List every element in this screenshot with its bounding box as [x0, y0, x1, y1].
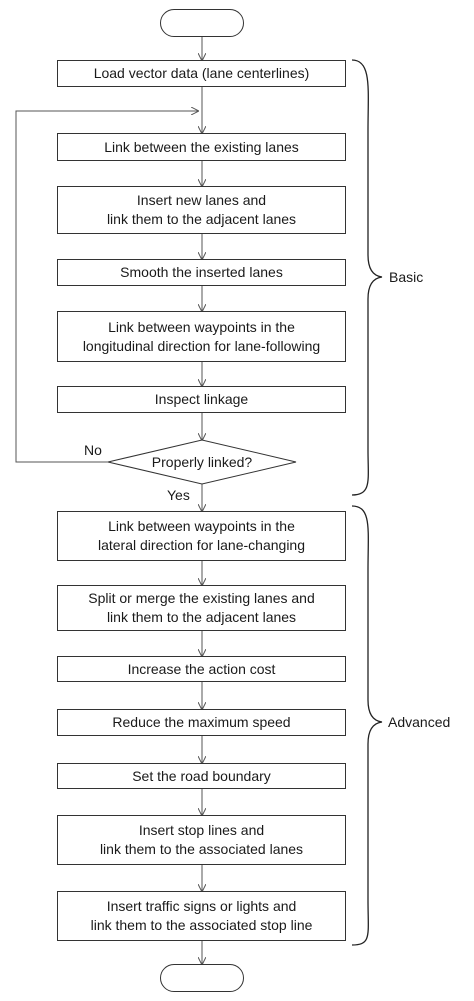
step-insert-stop-lines: Insert stop lines and link them to the a… [57, 815, 346, 865]
step-split-merge-lanes: Split or merge the existing lanes and li… [57, 585, 346, 631]
step-insert-new-lanes: Insert new lanes and link them to the ad… [57, 186, 346, 234]
decision-text: Properly linked? [151, 454, 253, 470]
step-insert-traffic-signs: Insert traffic signs or lights and link … [57, 891, 346, 941]
loop-back-line [15, 111, 198, 463]
step-smooth-inserted-lanes: Smooth the inserted lanes [57, 259, 346, 286]
decision-no-label: No [84, 442, 102, 458]
step-load-vector-data: Load vector data (lane centerlines) [57, 60, 346, 87]
start-terminal [160, 9, 244, 37]
advanced-brace [351, 505, 383, 946]
step-reduce-max-speed: Reduce the maximum speed [57, 709, 346, 736]
group-label-advanced: Advanced [388, 714, 451, 730]
step-inspect-linkage: Inspect linkage [57, 386, 346, 413]
step-link-longitudinal-waypoints: Link between waypoints in the longitudin… [57, 311, 346, 362]
step-link-lateral-waypoints: Link between waypoints in the lateral di… [57, 511, 346, 561]
step-increase-action-cost: Increase the action cost [57, 656, 346, 682]
step-link-existing-lanes: Link between the existing lanes [57, 133, 346, 161]
group-label-basic: Basic [389, 269, 424, 285]
end-terminal [160, 964, 244, 992]
basic-brace [351, 59, 383, 496]
step-set-road-boundary: Set the road boundary [57, 763, 346, 789]
decision-diamond [107, 439, 297, 485]
decision-yes-label: Yes [167, 487, 190, 503]
